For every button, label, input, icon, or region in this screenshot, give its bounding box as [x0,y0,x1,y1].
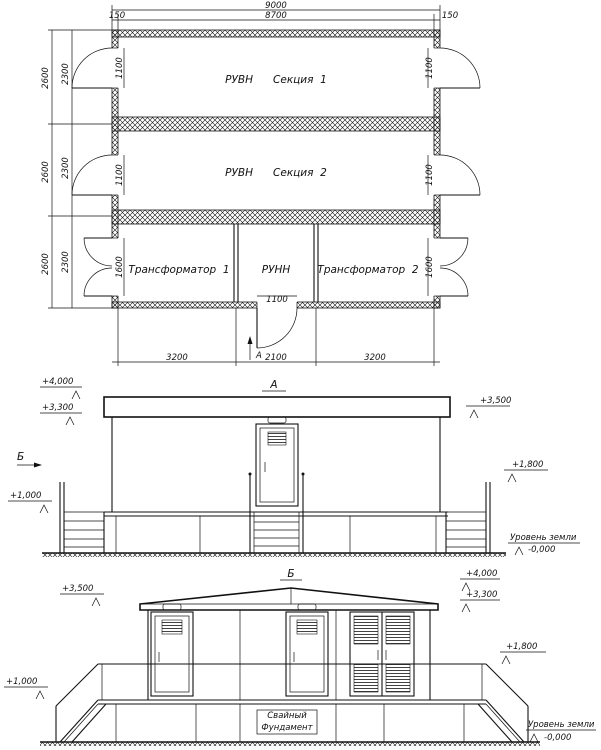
elev-b-ground-label: Уровень земли [528,720,595,730]
double-door-right [439,237,469,297]
elev-b-level-ground: -0,000 [544,733,571,743]
door-dim-left-2: 1100 [115,164,125,186]
elevation-a-center-steps [248,472,305,553]
elev-a-level-door-top: +1,800 [512,460,543,470]
room-label-trans2: Трансформатор 2 [317,264,418,276]
total-width-dim: 9000 [265,1,287,11]
view-a-marker: A [255,351,262,361]
foundation-line1: Свайный [267,711,307,721]
view-b-marker: Б [17,451,24,463]
elev-a-level-mid: +3,300 [42,403,73,413]
elev-a-level-floor: +1,000 [10,491,41,501]
bottom-dim-mid: 2100 [265,353,287,363]
elevation-b-right-ramp [477,663,529,743]
elevation-b-left-ramp [55,663,107,743]
row2-height-dim: 2600 [41,161,51,183]
double-door-left [83,237,113,297]
elevation-b-gate [349,611,415,697]
row1-inner-dim: 2300 [61,63,71,85]
elevation-a-left-steps [59,482,105,553]
row1-height-dim: 2600 [41,67,51,89]
foundation-line2: Фундамент [261,723,313,733]
elevation-b: Б +3,500 +4,000 +3,300 +1,800 +1,000 [4,568,596,746]
elev-a-level-top: +4,000 [42,377,73,387]
elev-b-level-mid: +3,300 [466,590,497,600]
room-label-section1: РУВН Секция 1 [225,74,327,86]
elev-a-level-roof: +3,500 [480,396,511,406]
elevation-a-right-steps [445,482,491,553]
edge-left-dim: 150 [109,11,125,21]
door-swing-right-1 [439,47,481,89]
door-dim-left-3: 1600 [115,256,125,278]
room-label-runn: РУНН [262,264,291,276]
door-dim-left-1: 1100 [115,57,125,79]
row3-height-dim: 2600 [41,253,51,275]
elevation-a-door [255,416,299,507]
elev-b-level-floor: +1,000 [6,677,37,687]
bottom-dim-right: 3200 [364,353,386,363]
bottom-dim-left: 3200 [166,353,188,363]
inner-width-dim: 8700 [265,11,287,21]
door-swing-bottom [256,307,298,349]
elevation-a-title: А [269,379,277,391]
row3-inner-dim: 2300 [61,251,71,273]
elev-a-ground-label: Уровень земли [510,533,577,543]
door-dim-bottom: 1100 [266,295,288,305]
door-swing-right-2 [439,154,481,196]
row2-inner-dim: 2300 [61,157,71,179]
edge-right-dim: 150 [442,11,458,21]
room-label-section2: РУВН Секция 2 [225,167,327,179]
elevation-b-door-1 [150,603,194,697]
elev-a-level-ground: -0,000 [528,545,555,555]
elev-b-level-roof: +3,500 [62,584,93,594]
elevation-a: А +4,000 +3,300 Б +1,000 +3,500 +1,800 [8,377,580,557]
elevation-b-title: Б [287,568,294,580]
door-swing-left-1 [71,47,113,89]
elev-b-level-top: +4,000 [466,569,497,579]
elevation-b-door-2 [285,603,329,697]
door-dim-right-1: 1100 [425,57,435,79]
elev-b-level-door-top: +1,800 [506,642,537,652]
door-swing-left-2 [71,154,113,196]
room-label-trans1: Трансформатор 1 [128,264,229,276]
door-dim-right-3: 1600 [425,256,435,278]
door-dim-right-2: 1100 [425,164,435,186]
floor-plan: 9000 8700 150 150 2600 2600 2600 2300 23… [41,1,481,366]
